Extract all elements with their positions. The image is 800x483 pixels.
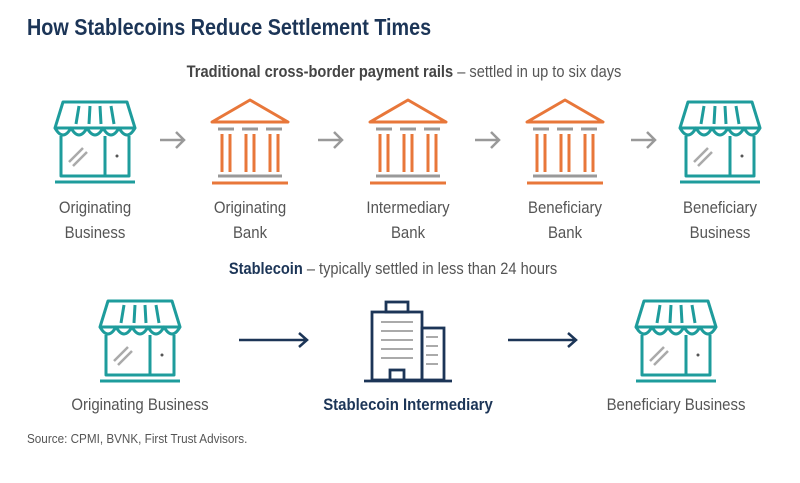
store-icon: [53, 100, 137, 184]
stablecoin-heading-rest: – typically settled in less than 24 hour…: [302, 259, 558, 278]
traditional-heading-rest: – settled in up to six days: [453, 62, 622, 81]
label-line: Business: [689, 223, 751, 242]
traditional-heading-bold: Traditional cross-border payment rails: [186, 62, 454, 81]
bank-icon: [525, 98, 605, 185]
label-line: Originating: [58, 198, 132, 217]
label-line: Beneficiary: [682, 198, 758, 217]
stablecoin-heading-bold: Stablecoin: [228, 259, 303, 278]
label-line: Bank: [547, 223, 583, 242]
traditional-heading: Traditional cross-border payment rails –…: [187, 62, 622, 82]
label-line: Originating: [213, 198, 287, 217]
bank-icon: [210, 98, 290, 185]
step-label: Beneficiary Business: [606, 395, 746, 414]
arrow-right-icon: [506, 331, 578, 349]
label-line: Bank: [232, 223, 268, 242]
arrow-right-icon: [473, 130, 501, 150]
label-line: Intermediary: [366, 198, 450, 217]
arrow-right-icon: [158, 130, 186, 150]
source-note: Source: CPMI, BVNK, First Trust Advisors…: [27, 431, 248, 446]
store-icon: [634, 299, 718, 383]
stablecoin-heading: Stablecoin – typically settled in less t…: [229, 259, 557, 279]
arrow-right-icon: [316, 130, 344, 150]
bank-icon: [368, 98, 448, 185]
label-line: Bank: [390, 223, 426, 242]
store-icon: [98, 299, 182, 383]
step-label: Originating Business: [71, 395, 209, 414]
page-title: How Stablecoins Reduce Settlement Times: [27, 14, 432, 40]
arrow-right-icon: [629, 130, 657, 150]
office-building-icon: [364, 300, 452, 383]
step-label: Stablecoin Intermediary: [323, 395, 493, 414]
arrow-right-icon: [237, 331, 309, 349]
label-line: Business: [64, 223, 126, 242]
label-line: Beneficiary: [527, 198, 603, 217]
store-icon: [678, 100, 762, 184]
